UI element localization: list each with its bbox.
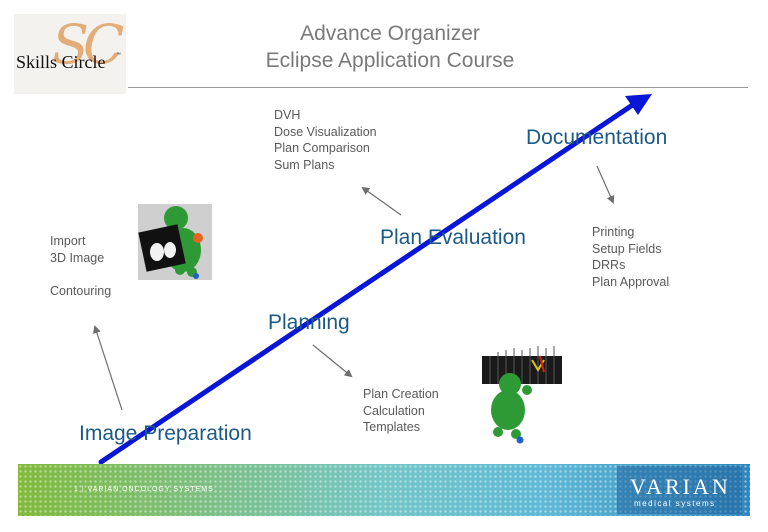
list-item: Contouring — [50, 283, 112, 298]
list-item: DVH — [274, 108, 301, 122]
logo-text: Skills Circle — [16, 52, 106, 72]
title-line-2: Eclipse Application Course — [265, 49, 515, 72]
figure-with-slices-icon — [482, 346, 562, 444]
list-item: Import — [50, 234, 86, 248]
stage-image-preparation: Image Preparation — [79, 422, 252, 445]
list-item: Dose Visualization — [274, 124, 377, 139]
varian-logo — [617, 466, 742, 514]
stage-documentation: Documentation — [526, 126, 668, 149]
list-item: Templates — [363, 420, 420, 434]
stage-planning: Planning — [268, 311, 350, 334]
logo-monogram: SC — [52, 13, 124, 76]
list-item: Plan Creation — [363, 387, 439, 401]
stage-plan-evaluation: Plan Evaluation — [380, 226, 526, 249]
documentation-pointer-arrow — [596, 165, 615, 204]
skills-circle-logo: SC Skills Circle ™ — [14, 14, 126, 94]
image-prep-list: Import 3D Image Contouring — [50, 233, 111, 299]
title-line-1: Advance Organizer — [300, 22, 480, 45]
figure-with-scan-icon — [138, 204, 212, 280]
evaluation-pointer-arrow — [361, 186, 402, 216]
list-item: Plan Comparison — [274, 141, 370, 155]
planning-pointer-arrow — [312, 344, 353, 378]
varian-brand: VARIAN — [630, 474, 731, 499]
plan-evaluation-list: DVH Dose Visualization Plan Comparison S… — [274, 107, 377, 173]
title-divider — [128, 87, 748, 88]
list-item: Calculation — [363, 403, 425, 418]
image-prep-pointer-arrow — [93, 325, 123, 411]
progress-arrow — [98, 94, 652, 465]
list-item: Plan Approval — [592, 274, 670, 289]
list-item: 3D Image — [50, 250, 105, 265]
list-item: Setup Fields — [592, 241, 662, 256]
documentation-list: Printing Setup Fields DRRs Plan Approval — [592, 224, 669, 290]
logo-trademark: ™ — [116, 52, 121, 58]
footer-page-text: 1 | VARIAN ONCOLOGY SYSTEMS — [74, 486, 214, 493]
slide-title: Advance Organizer Eclipse Application Co… — [230, 20, 550, 74]
list-item: Printing — [592, 225, 635, 239]
planning-list: Plan Creation Calculation Templates — [363, 386, 439, 436]
list-item: Sum Plans — [274, 157, 335, 172]
list-item: DRRs — [592, 258, 626, 272]
varian-brand-sub: medical systems — [634, 499, 716, 508]
